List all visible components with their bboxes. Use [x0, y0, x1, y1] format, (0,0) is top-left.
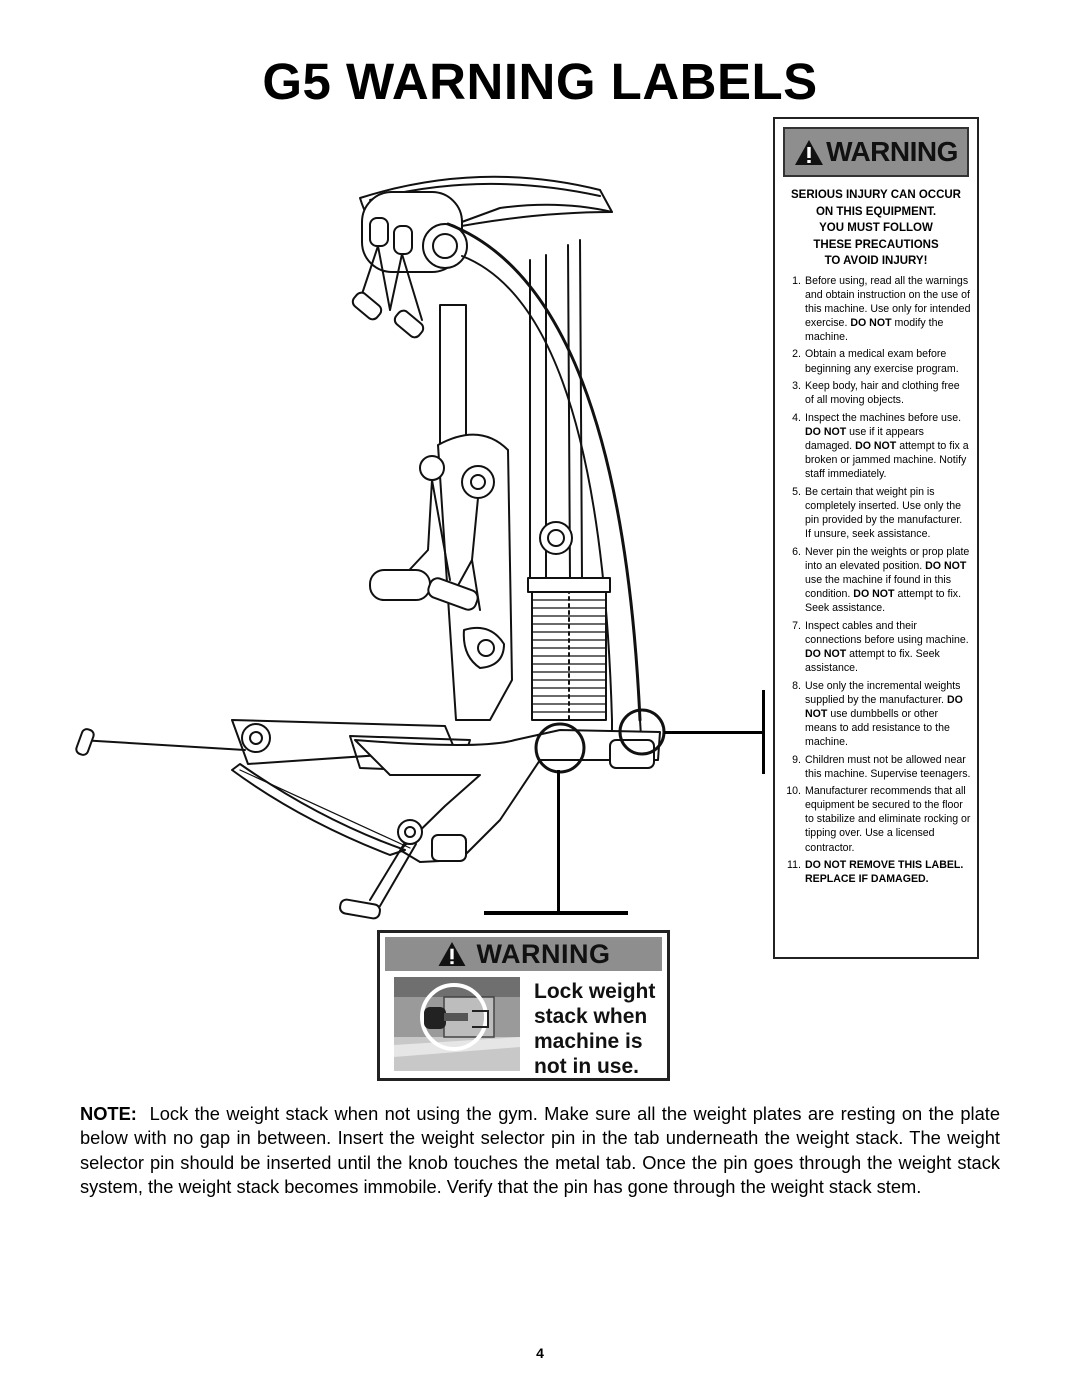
callout-line-frame-horizontal	[664, 731, 764, 734]
rule-text-part: DO NOT REMOVE THIS LABEL. REPLACE IF DAM…	[805, 859, 964, 886]
rule-text-part: Manufacturer recommends that all equipme…	[805, 785, 971, 854]
callout-line-frame-vertical	[762, 690, 765, 774]
rule-text: Be certain that weight pin is completely…	[805, 485, 971, 541]
warning-rule-item: 7. Inspect cables and their connections b…	[781, 619, 971, 675]
serious-line: ON THIS EQUIPMENT.	[815, 205, 937, 218]
gym-machine-illustration	[75, 175, 666, 920]
warning-rule-item: 3. Keep body, hair and clothing free of a…	[781, 379, 971, 407]
rule-text-part: use the machine if found in this conditi…	[805, 573, 952, 600]
rule-text-part: Be certain that weight pin is completely…	[805, 485, 963, 541]
rule-text-part: modify the machine.	[805, 316, 944, 343]
note-label: NOTE:	[80, 1103, 137, 1124]
rule-text-part: Obtain a medical exam before beginning a…	[805, 348, 959, 375]
rule-number: 4.	[792, 411, 801, 424]
rule-text-part: DO NOT	[925, 559, 967, 572]
rule-text: Keep body, hair and clothing free of all…	[805, 379, 971, 407]
warning-triangle-icon	[438, 941, 465, 967]
rule-text: Manufacturer recommends that all equipme…	[805, 784, 971, 854]
warning-rule-item: 1. Before using, read all the warnings an…	[781, 274, 971, 344]
warning-rule-item: 2. Obtain a medical exam before beginning…	[781, 347, 971, 375]
weight-pin-photo	[394, 977, 520, 1071]
callout-line-stack-vertical	[557, 770, 560, 915]
rule-number: 6.	[792, 545, 801, 558]
warning-rule-item: 4. Inspect the machines before use. DO NO…	[781, 411, 971, 481]
warning-rules-list: 1. Before using, read all the warnings an…	[775, 274, 977, 887]
warning-rule-item: 10. Manufacturer recommends that all equi…	[781, 784, 971, 854]
rule-text-part: DO NOT	[850, 316, 892, 329]
note-body: Lock the weight stack when not using the…	[80, 1103, 1000, 1198]
rule-text-part: attempt to fix a broken or jammed machin…	[805, 440, 969, 481]
rule-text-part: attempt to fix. Seek assistance.	[805, 647, 940, 674]
warning-label-main-heading: WARNING	[826, 136, 958, 167]
rule-number: 2.	[792, 348, 801, 361]
rule-number: 8.	[792, 679, 801, 692]
serious-line: YOU MUST FOLLOW	[819, 222, 933, 234]
rule-number: 11.	[787, 859, 801, 872]
rule-number: 5.	[792, 485, 801, 498]
rule-text-part: Use only the incremental weights supplie…	[805, 679, 961, 706]
callout-line-stack-horizontal	[484, 911, 628, 915]
warning-rule-item: 11. DO NOT REMOVE THIS LABEL. REPLACE IF …	[781, 858, 971, 886]
rule-text-part: Before using, read all the warnings and …	[805, 274, 971, 329]
rule-text-part: Never pin the weights or prop plate into…	[805, 545, 970, 572]
rule-text: Obtain a medical exam before beginning a…	[805, 347, 971, 375]
rule-number: 1.	[792, 274, 801, 287]
warning-rule-item: 6. Never pin the weights or prop plate in…	[781, 545, 971, 615]
rule-text: Use only the incremental weights supplie…	[805, 679, 971, 749]
warning-rule-item: 9. Children must not be allowed near this…	[781, 753, 971, 781]
warning-serious-injury-text: SERIOUS INJURY CAN OCCUR ON THIS EQUIPMEN…	[779, 187, 973, 270]
lock-text-line: stack when	[534, 1005, 648, 1028]
rule-text-part: Keep body, hair and clothing free of all…	[805, 380, 960, 407]
rule-number: 9.	[792, 753, 801, 766]
rule-text-part: attempt to fix. Seek assistance.	[805, 587, 962, 615]
rule-number: 7.	[792, 619, 801, 632]
rule-text-part: Children must not be allowed near this m…	[805, 753, 971, 780]
warning-rule-item: 8. Use only the incremental weights suppl…	[781, 679, 971, 749]
rule-text: Never pin the weights or prop plate into…	[805, 545, 971, 615]
page-title: G5 WARNING LABELS	[262, 53, 818, 110]
rule-text-part: Inspect cables and their connections bef…	[805, 619, 969, 646]
serious-line: TO AVOID INJURY!	[824, 255, 928, 267]
rule-text-part: use if it appears damaged.	[805, 425, 924, 453]
warning-rule-item: 5. Be certain that weight pin is complete…	[781, 485, 971, 541]
rule-text-part: DO NOT	[855, 440, 897, 453]
page-number: 4	[536, 1345, 544, 1361]
warning-label-main: WARNING SERIOUS INJURY CAN OCCUR ON THIS …	[773, 117, 979, 959]
lock-text-line: not in use.	[534, 1055, 639, 1078]
rule-text: DO NOT REMOVE THIS LABEL. REPLACE IF DAM…	[805, 858, 971, 886]
lock-text-line: machine is	[534, 1030, 643, 1053]
lock-text-line: Lock weight	[534, 980, 656, 1003]
rule-text-part: use dumbbells or other means to add resi…	[805, 707, 950, 748]
serious-line: THESE PRECAUTIONS	[813, 238, 939, 251]
rule-number: 10.	[786, 785, 801, 798]
rule-text-part: DO NOT	[805, 693, 963, 720]
rule-text-part: DO NOT	[805, 647, 847, 660]
rule-text: Before using, read all the warnings and …	[805, 274, 971, 344]
rule-text: Children must not be allowed near this m…	[805, 753, 971, 781]
warning-triangle-icon	[795, 139, 824, 165]
rule-text: Inspect the machines before use. DO NOT …	[805, 411, 971, 481]
rule-text-part: DO NOT	[853, 587, 895, 600]
rule-text-part: Inspect the machines before use.	[805, 411, 962, 424]
warning-label-lock-header: WARNING	[385, 937, 662, 971]
rule-number: 3.	[792, 380, 801, 393]
rule-text-part: DO NOT	[805, 425, 847, 438]
warning-label-lock-heading: WARNING	[476, 938, 611, 969]
rule-text: Inspect cables and their connections bef…	[805, 619, 971, 675]
note-paragraph: NOTE: Lock the weight stack when not usi…	[80, 1102, 1000, 1200]
warning-label-main-header: WARNING	[783, 127, 969, 177]
serious-line: SERIOUS INJURY CAN OCCUR	[791, 189, 961, 201]
